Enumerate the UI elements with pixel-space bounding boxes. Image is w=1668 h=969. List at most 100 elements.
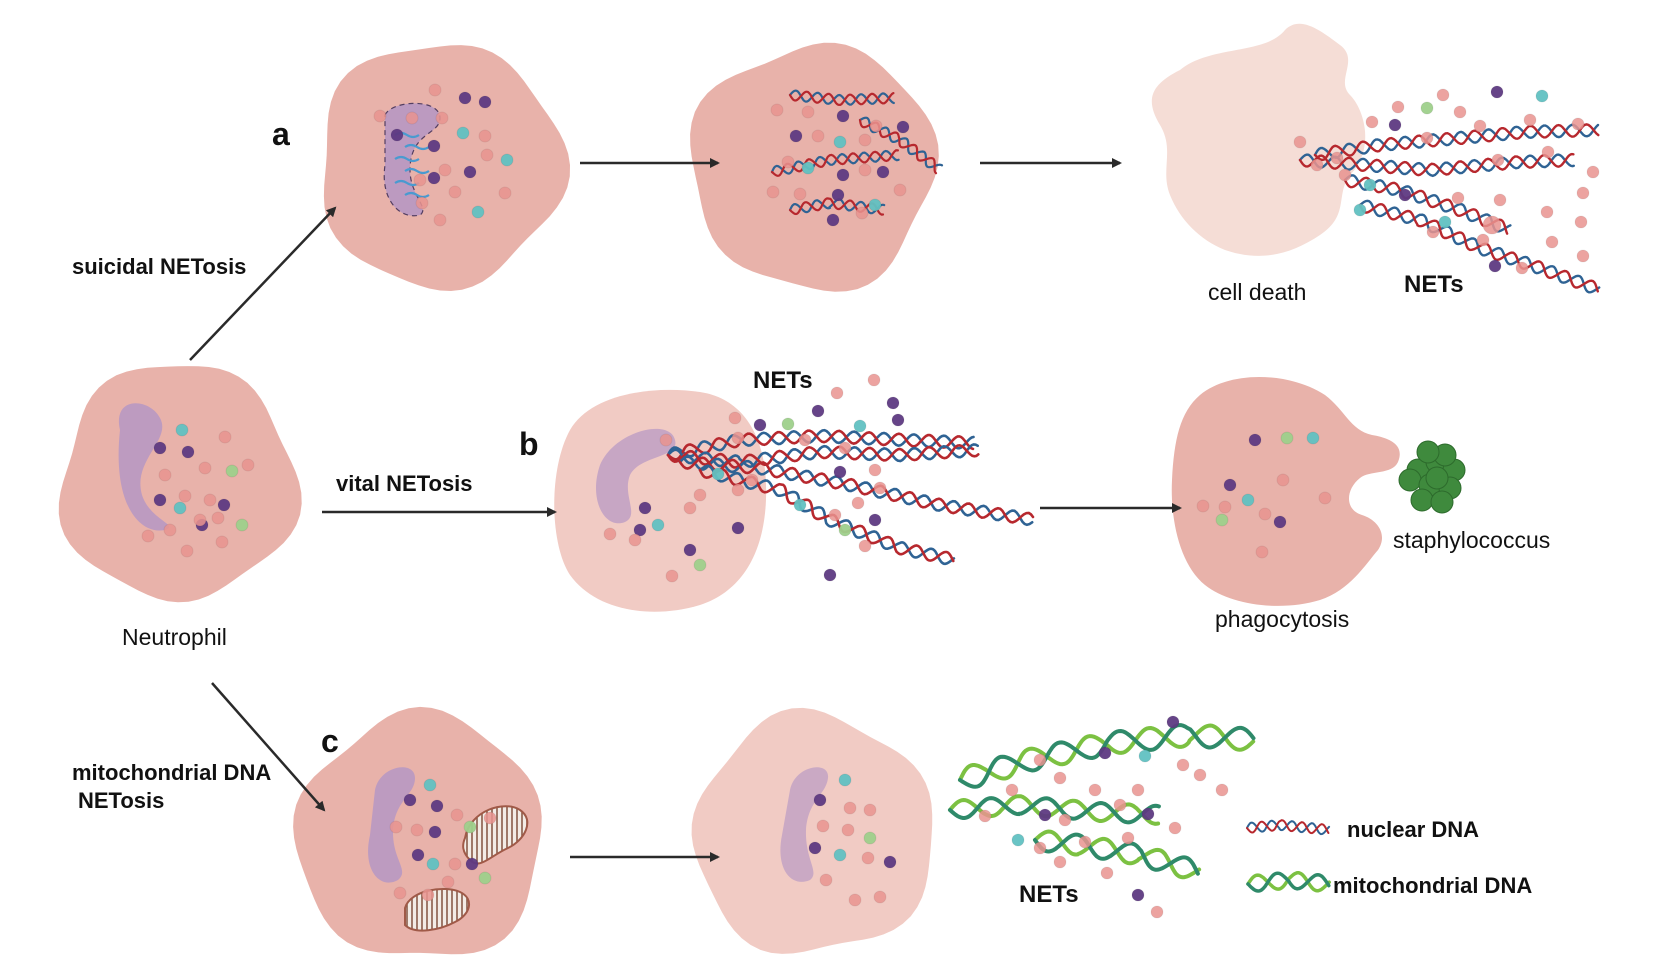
nets-a-dna-1-strand-a xyxy=(1313,123,1600,162)
phagocyte-granule xyxy=(1223,478,1237,492)
nets-a-dna-4-strand-b xyxy=(1358,199,1601,294)
mito-step1-granule xyxy=(483,811,497,825)
suicidal-step1-granule xyxy=(435,111,449,125)
neutrophil-cell xyxy=(58,366,302,603)
chromatin-icon xyxy=(404,143,430,151)
phagocyte-cell xyxy=(1171,376,1400,606)
mito-step2-granule xyxy=(1193,768,1207,782)
mito-step2-granule xyxy=(848,893,862,907)
mito-step2-granule xyxy=(863,803,877,817)
suicidal-step2-granule xyxy=(793,187,807,201)
nets-a-granule xyxy=(1545,235,1559,249)
nets-a-granule xyxy=(1310,158,1324,172)
suicidal-step2-granule xyxy=(770,103,784,117)
suicidal-step2-granule xyxy=(876,165,890,179)
mito-step2-granule xyxy=(1033,841,1047,855)
vital-granule xyxy=(867,373,881,387)
mito-netosis-label-line2: NETosis xyxy=(78,788,165,813)
mito-step1-granule xyxy=(393,886,407,900)
neutrophil-granule xyxy=(163,523,177,537)
mito-step2-granule xyxy=(1166,715,1180,729)
mito-step2-granule xyxy=(819,873,833,887)
mito-step1-granule xyxy=(403,793,417,807)
mito-step2-granule xyxy=(816,819,830,833)
mito-step2-granule xyxy=(873,890,887,904)
suicidal-step2-cell xyxy=(690,42,939,292)
nets-a-granule xyxy=(1488,259,1502,273)
nets-b-dna-3-strand-b xyxy=(678,455,1034,527)
neutrophil-granule xyxy=(203,493,217,507)
phagocyte-granule xyxy=(1280,431,1294,445)
nets-a-granule xyxy=(1436,88,1450,102)
nets-a-granule xyxy=(1576,186,1590,200)
vital-granule xyxy=(731,521,745,535)
vital-netosis-label: vital NETosis xyxy=(336,471,473,496)
suicidal-step2-granule xyxy=(811,129,825,143)
mito-netosis-label-line1: mitochondrial DNA xyxy=(72,760,272,785)
nets-a-granule xyxy=(1576,249,1590,263)
vital-granule xyxy=(868,513,882,527)
vital-granule xyxy=(728,411,742,425)
neutrophil-granule xyxy=(235,518,249,532)
mito-step1-granule xyxy=(426,857,440,871)
suicidal-netosis-label: suicidal NETosis xyxy=(72,254,247,279)
nets-b-dna-1-strand-a xyxy=(666,429,975,461)
mito-step1-granule xyxy=(478,871,492,885)
mito-step2-granule xyxy=(1038,808,1052,822)
vital-granule xyxy=(665,569,679,583)
nets-a-granule xyxy=(1515,261,1529,275)
neutrophil-granule xyxy=(193,513,207,527)
vital-granule xyxy=(693,558,707,572)
nets-b-dna-1-strand-b xyxy=(666,428,975,458)
vital-granule xyxy=(853,419,867,433)
suicidal-step2-granule xyxy=(858,133,872,147)
neutrophil-granule xyxy=(178,489,192,503)
mito-step2-cell xyxy=(691,707,933,954)
suicidal-step2-granule xyxy=(766,185,780,199)
suicidal-step1-granule xyxy=(463,165,477,179)
vital-granule xyxy=(731,431,745,445)
suicidal-step2-dna-3-strand-b xyxy=(770,149,900,175)
nets-b-dna-3-strand-a xyxy=(678,456,1035,524)
nets-label-b: NETs xyxy=(753,367,813,394)
legend-mitochondrial-dna-icon-strand-b xyxy=(1246,871,1331,893)
nets-a-granule xyxy=(1586,165,1600,179)
mito-step1-granule xyxy=(463,820,477,834)
vital-granule xyxy=(823,568,837,582)
suicidal-step2-granule xyxy=(868,198,882,212)
vital-granule xyxy=(683,501,697,515)
suicidal-step1-granule xyxy=(427,139,441,153)
vital-granule xyxy=(811,404,825,418)
arrow-to-suicidal xyxy=(189,206,337,361)
mito-step2-granule xyxy=(841,823,855,837)
chromatin-icon xyxy=(394,179,420,187)
vital-granule xyxy=(659,433,673,447)
mito-step2-granule xyxy=(833,848,847,862)
vital-granule xyxy=(633,523,647,537)
nets-b-dna-2-strand-b xyxy=(666,443,979,469)
mito-step2-granule xyxy=(1141,807,1155,821)
vital-granule xyxy=(851,496,865,510)
mito-step1-granule xyxy=(428,825,442,839)
mito-step1-granule xyxy=(421,888,435,902)
mito-step2-granule xyxy=(1150,905,1164,919)
suicidal-step2-dna-1-strand-b xyxy=(788,89,895,106)
panel-label-c: c xyxy=(321,723,339,759)
nets-a-granule xyxy=(1293,135,1307,149)
vital-granule xyxy=(781,417,795,431)
mito-step2-granule xyxy=(1005,783,1019,797)
nets-a-granule xyxy=(1491,153,1505,167)
neutrophil-granule xyxy=(225,464,239,478)
mito-step2-granule xyxy=(1138,749,1152,763)
mito-step2-granule xyxy=(1033,753,1047,767)
mito-step1-granule xyxy=(389,820,403,834)
vital-granule xyxy=(828,508,842,522)
suicidal-step1-granule xyxy=(433,213,447,227)
nets-a-granule xyxy=(1365,115,1379,129)
dead-cell xyxy=(1151,23,1366,256)
neutrophil-granule xyxy=(241,458,255,472)
neutrophil-granule xyxy=(181,445,195,459)
phagocyte-granule xyxy=(1318,491,1332,505)
vital-granule xyxy=(833,465,847,479)
suicidal-step2-granule xyxy=(893,183,907,197)
